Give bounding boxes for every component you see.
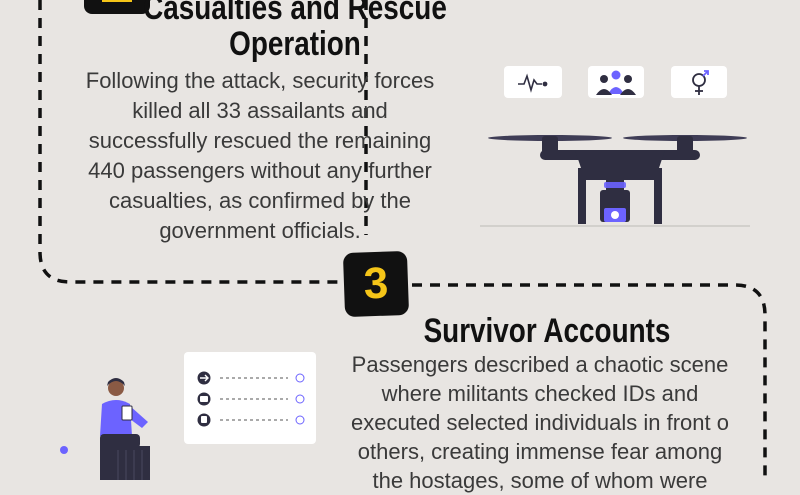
section2-line: 440 passengers without any further: [88, 158, 432, 183]
section2-title-line2: Operation: [229, 25, 361, 63]
section2-title-line1: Casualties and Rescue: [143, 0, 447, 27]
group-card: [588, 66, 644, 98]
section3-body: Passengers described a chaotic scene whe…: [328, 350, 752, 495]
list-card: [184, 352, 316, 444]
close-icon: [295, 415, 305, 425]
section3-line: where militants checked IDs and: [381, 381, 699, 406]
group-icon: [596, 70, 636, 95]
section3-line: Passengers described a chaotic scene: [351, 352, 729, 377]
step-badge-2: [84, 0, 150, 14]
section2-line: Following the attack, security forces: [85, 68, 435, 93]
gender-icon: [692, 70, 709, 95]
section2-line: casualties, as confirmed by the: [108, 188, 412, 213]
close-icon: [295, 394, 305, 404]
bus-icon: [197, 392, 211, 406]
gender-card: [671, 66, 727, 98]
section2-line: government officials.: [159, 218, 361, 243]
dot-decoration: [60, 446, 68, 454]
heartbeat-card: [504, 66, 562, 98]
section2-line: killed all 33 assailants and: [132, 98, 388, 123]
section3-line: the hostages, some of whom were: [372, 468, 708, 493]
train-icon: [197, 413, 211, 427]
section2-line: successfully rescued the remaining: [88, 128, 432, 153]
dashed-path: [38, 0, 767, 480]
section3-line: others, creating immense fear among: [357, 439, 723, 464]
section2-body: Following the attack, security forces ki…: [62, 66, 458, 246]
section3-line: executed selected individuals in front o: [351, 410, 729, 435]
step-badge-3: 3: [342, 250, 410, 318]
drone-illustration: [480, 135, 750, 227]
step-number: 3: [362, 258, 390, 309]
heartbeat-icon: [518, 73, 548, 93]
plane-icon: [197, 371, 211, 385]
close-icon: [295, 373, 305, 383]
person-illustration: [60, 378, 150, 480]
section3-title: Survivor Accounts: [423, 312, 671, 350]
